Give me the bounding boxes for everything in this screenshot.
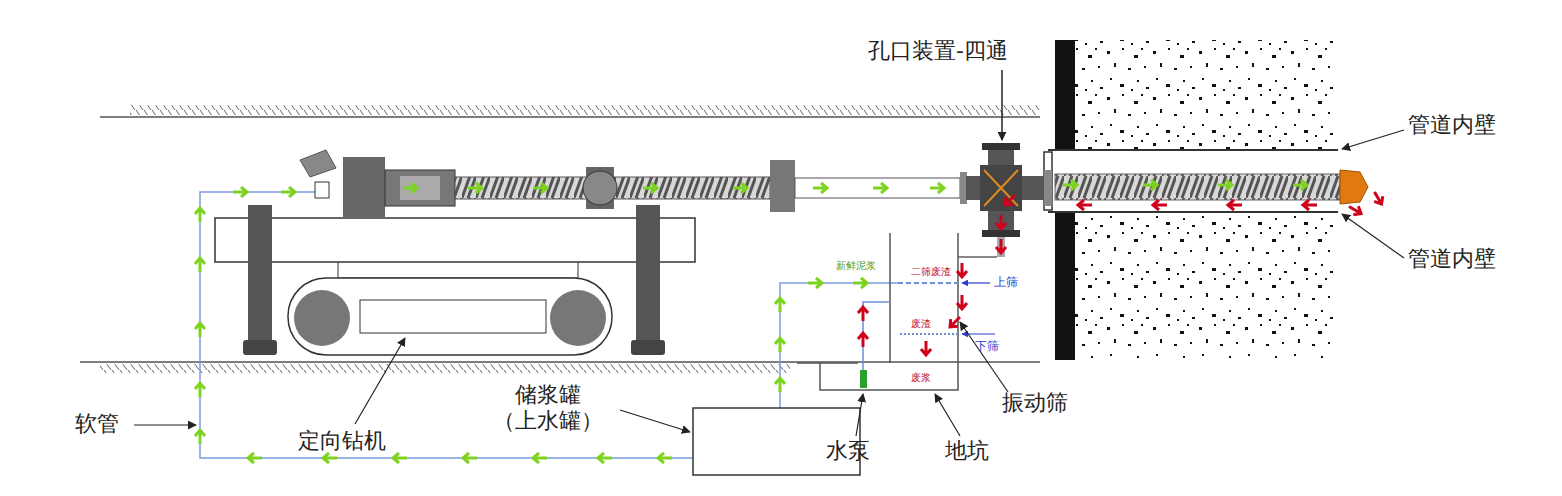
swivel (315, 182, 329, 198)
pump (860, 370, 867, 388)
flange (982, 143, 1020, 150)
leader-line (1001, 70, 1003, 140)
part-label: 定向钻机 (298, 428, 386, 454)
part-label: 储浆罐 （上水罐） (492, 382, 604, 435)
leader-line (856, 394, 863, 436)
leader-line (962, 333, 995, 334)
part-label: 管道内壁 (1408, 112, 1496, 138)
part-label: 二筛废渣 (911, 266, 951, 278)
part-label: 振动筛 (1002, 390, 1068, 416)
part-label: 废渣 (911, 318, 931, 330)
leader-line (620, 410, 690, 432)
outlet-pipe (997, 237, 1005, 257)
part-label: 地坑 (945, 438, 989, 464)
ceiling-hatch (130, 105, 1040, 115)
ceiling-line (100, 116, 1040, 118)
rig-foot (243, 340, 277, 355)
pipe-coupling (770, 160, 795, 212)
part-label: 孔口装置-四通 (868, 38, 1008, 64)
motor-window (400, 176, 440, 200)
outlet-link (958, 256, 997, 258)
part-label: 下筛 (975, 339, 999, 353)
drill-pipe (795, 178, 960, 198)
flow-arrows (195, 180, 1307, 463)
rig-foot (631, 340, 665, 355)
leader-line (134, 424, 196, 425)
pipe-bracket (1044, 152, 1052, 210)
handle (300, 150, 336, 177)
part-label: 水泵 (826, 438, 870, 464)
part-label: 管道内壁 (1408, 246, 1496, 272)
leader-line (960, 322, 1008, 392)
drill-rod (1055, 174, 1340, 200)
leader-line (1342, 130, 1404, 149)
crawler-track (288, 278, 612, 355)
pit (797, 363, 958, 390)
track-wheel (294, 290, 350, 346)
flange (960, 172, 967, 204)
rig-leg (248, 205, 272, 343)
track-plate (360, 300, 546, 333)
drill-bit (1340, 170, 1368, 204)
part-label: 上筛 (994, 275, 1018, 289)
four-way-cross (984, 170, 1018, 206)
motor (385, 170, 455, 206)
part-label: 废浆 (911, 372, 931, 384)
pipe-wall-line (1048, 149, 1338, 151)
lower-screen (900, 333, 958, 335)
clamp-wheel (583, 171, 617, 205)
rig-leg (636, 205, 660, 343)
leader-line (355, 338, 405, 424)
floor-line (80, 361, 1040, 363)
flange (1044, 170, 1052, 206)
floor-hatch (100, 364, 790, 373)
part-label: 软管 (75, 411, 119, 437)
upper-screen (898, 282, 958, 284)
leader-line (1342, 214, 1404, 258)
part-label: 新鲜泥浆 (836, 260, 876, 272)
pipe-wall-line (1048, 211, 1338, 213)
power-head (343, 157, 385, 218)
shaker-wall (890, 233, 958, 363)
rig-platform (215, 218, 695, 262)
return-arrows (858, 189, 1386, 355)
leader-line (935, 394, 960, 436)
track-wheel (550, 290, 606, 346)
leader-line (962, 282, 990, 283)
four-way-core (980, 165, 1022, 211)
